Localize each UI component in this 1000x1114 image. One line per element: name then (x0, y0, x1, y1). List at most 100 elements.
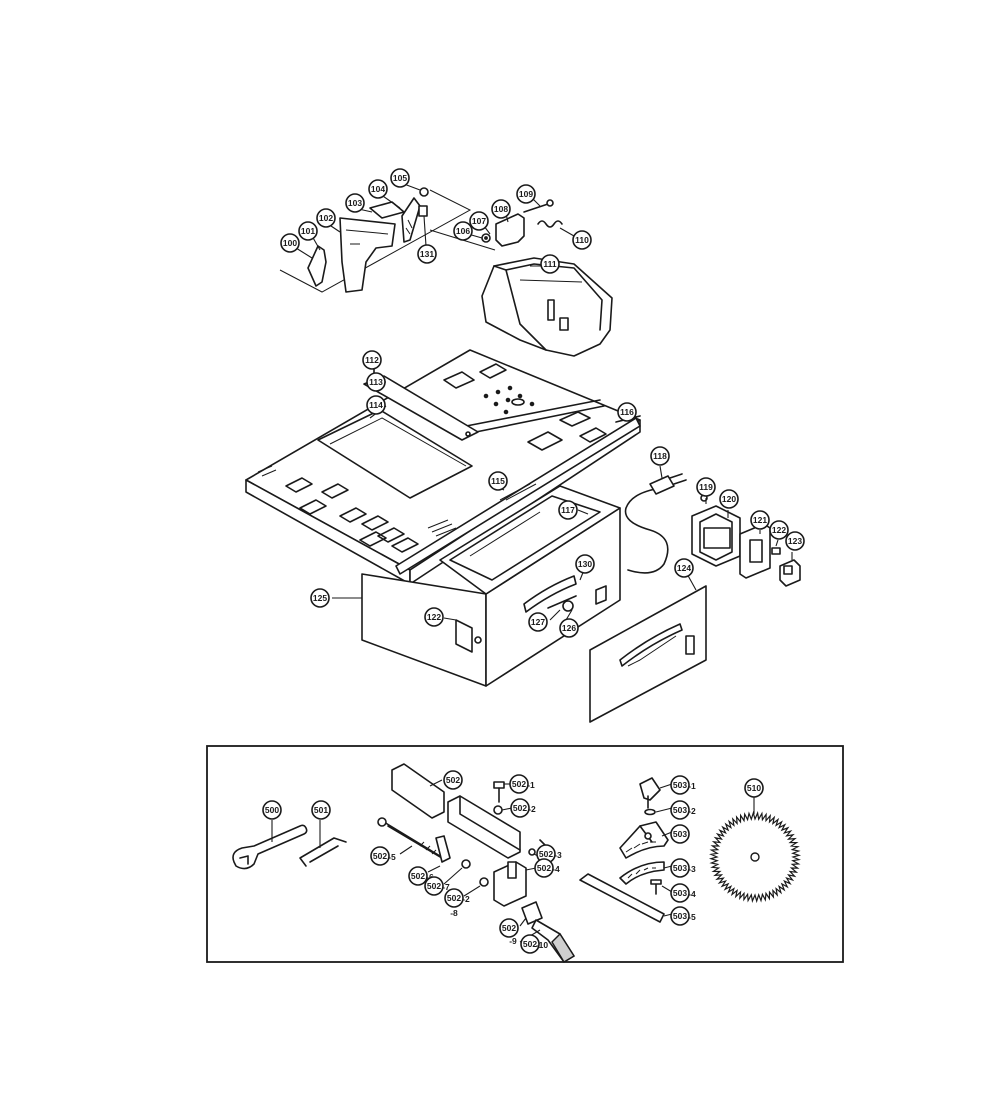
svg-text:502: 502 (523, 939, 537, 949)
callout-108: 108 (491, 199, 511, 219)
svg-text:502: 502 (537, 863, 551, 873)
svg-text:502: 502 (502, 923, 516, 933)
accessory-frame (206, 745, 844, 963)
svg-text:503: 503 (673, 888, 687, 898)
callout-117: 117 (558, 500, 578, 520)
fence-lock-plate (521, 901, 543, 925)
svg-text:122: 122 (427, 612, 441, 622)
callout-510: 510 (744, 778, 764, 798)
svg-text:-5: -5 (388, 852, 396, 862)
fence-screw (493, 781, 505, 789)
miter-slot-right (455, 399, 601, 429)
svg-text:-2: -2 (528, 804, 536, 814)
svg-text:116: 116 (620, 407, 634, 417)
callout-112: 112 (362, 350, 382, 370)
svg-text:-1: -1 (688, 781, 696, 791)
svg-text:502: 502 (373, 851, 387, 861)
svg-text:502: 502 (447, 893, 461, 903)
callout-114: 114 (366, 395, 386, 415)
miter-washer (644, 808, 656, 816)
front-panel-plate (589, 585, 707, 723)
svg-text:-7: -7 (442, 882, 450, 892)
callout-126: 126 (559, 618, 579, 638)
svg-text:502: 502 (427, 881, 441, 891)
callout-102: 102 (316, 208, 336, 228)
svg-text:120: 120 (722, 494, 736, 504)
miter-bar (579, 873, 665, 923)
callout-502-7: 502 -7 (424, 876, 450, 896)
svg-text:124: 124 (677, 563, 691, 573)
svg-text:122: 122 (772, 525, 786, 535)
rip-fence-front (447, 795, 521, 859)
callout-503-3: 503 -3 (670, 858, 696, 878)
svg-text:503: 503 (673, 829, 687, 839)
callout-502-3: 502 -3 (536, 844, 562, 864)
callout-101: 101 (298, 221, 318, 241)
callout-500: 500 (262, 800, 282, 820)
saw-cabinet (361, 473, 687, 687)
svg-text:115: 115 (491, 476, 505, 486)
fence-long-bolt (383, 821, 441, 857)
callout-122-switch: 122 (769, 520, 789, 540)
svg-text:131: 131 (420, 249, 434, 259)
guard-spring (537, 220, 563, 228)
throat-slot (317, 409, 473, 499)
callout-115: 115 (488, 471, 508, 491)
svg-text:-4: -4 (688, 889, 696, 899)
guard-bolt (523, 203, 549, 213)
clip (418, 205, 428, 217)
svg-text:123: 123 (788, 536, 802, 546)
svg-text:502: 502 (512, 779, 526, 789)
callout-104: 104 (368, 179, 388, 199)
svg-text:101: 101 (301, 226, 315, 236)
svg-text:121: 121 (753, 515, 767, 525)
svg-text:130: 130 (578, 559, 592, 569)
accessory-panel (206, 745, 844, 963)
callout-503-4: 503 -4 (670, 883, 696, 903)
fence-washer (479, 877, 489, 887)
front-panel (589, 585, 707, 723)
svg-text:-4: -4 (552, 864, 560, 874)
power-plug (649, 475, 675, 495)
callout-111: 111 (540, 254, 560, 274)
callout-105: 105 (390, 168, 410, 188)
svg-text:107: 107 (472, 216, 486, 226)
callout-100: 100 (280, 233, 300, 253)
callout-125: 125 (310, 588, 330, 608)
fence-clamp (435, 835, 451, 863)
svg-text:110: 110 (575, 235, 589, 245)
svg-text:127: 127 (531, 617, 545, 627)
callout-113: 113 (366, 372, 386, 392)
callout-502-8: -8 (450, 908, 458, 918)
svg-text:502: 502 (446, 775, 460, 785)
splitter (339, 217, 396, 293)
svg-text:103: 103 (348, 198, 362, 208)
table-cutouts (285, 363, 607, 553)
callout-501: 501 (311, 800, 331, 820)
callout-502-4: 502 -4 (534, 858, 560, 878)
svg-text:125: 125 (313, 593, 327, 603)
fence-nut (461, 859, 471, 869)
svg-text:102: 102 (319, 213, 333, 223)
svg-text:113: 113 (369, 377, 383, 387)
svg-text:109: 109 (519, 189, 533, 199)
callout-119: 119 (696, 477, 716, 497)
rip-fence-rear (391, 763, 445, 819)
callout-503: 503 (670, 824, 690, 844)
callout-130: 130 (575, 554, 595, 574)
callout-121: 121 (750, 510, 770, 530)
callout-502-2-upper: 502 -2 (510, 798, 536, 818)
svg-text:503: 503 (673, 911, 687, 921)
svg-text:105: 105 (393, 173, 407, 183)
callout-124: 124 (674, 558, 694, 578)
svg-text:-8: -8 (450, 908, 458, 918)
callout-107: 107 (469, 211, 489, 231)
svg-text:108: 108 (494, 204, 508, 214)
callout-502-9: 502 -9 (499, 918, 519, 946)
svg-text:501: 501 (314, 805, 328, 815)
callout-502-1: 502 -1 (509, 774, 535, 794)
svg-text:119: 119 (699, 482, 713, 492)
svg-text:104: 104 (371, 184, 385, 194)
switch-assembly (691, 494, 801, 587)
callout-502-5: 502 -5 (370, 846, 396, 866)
